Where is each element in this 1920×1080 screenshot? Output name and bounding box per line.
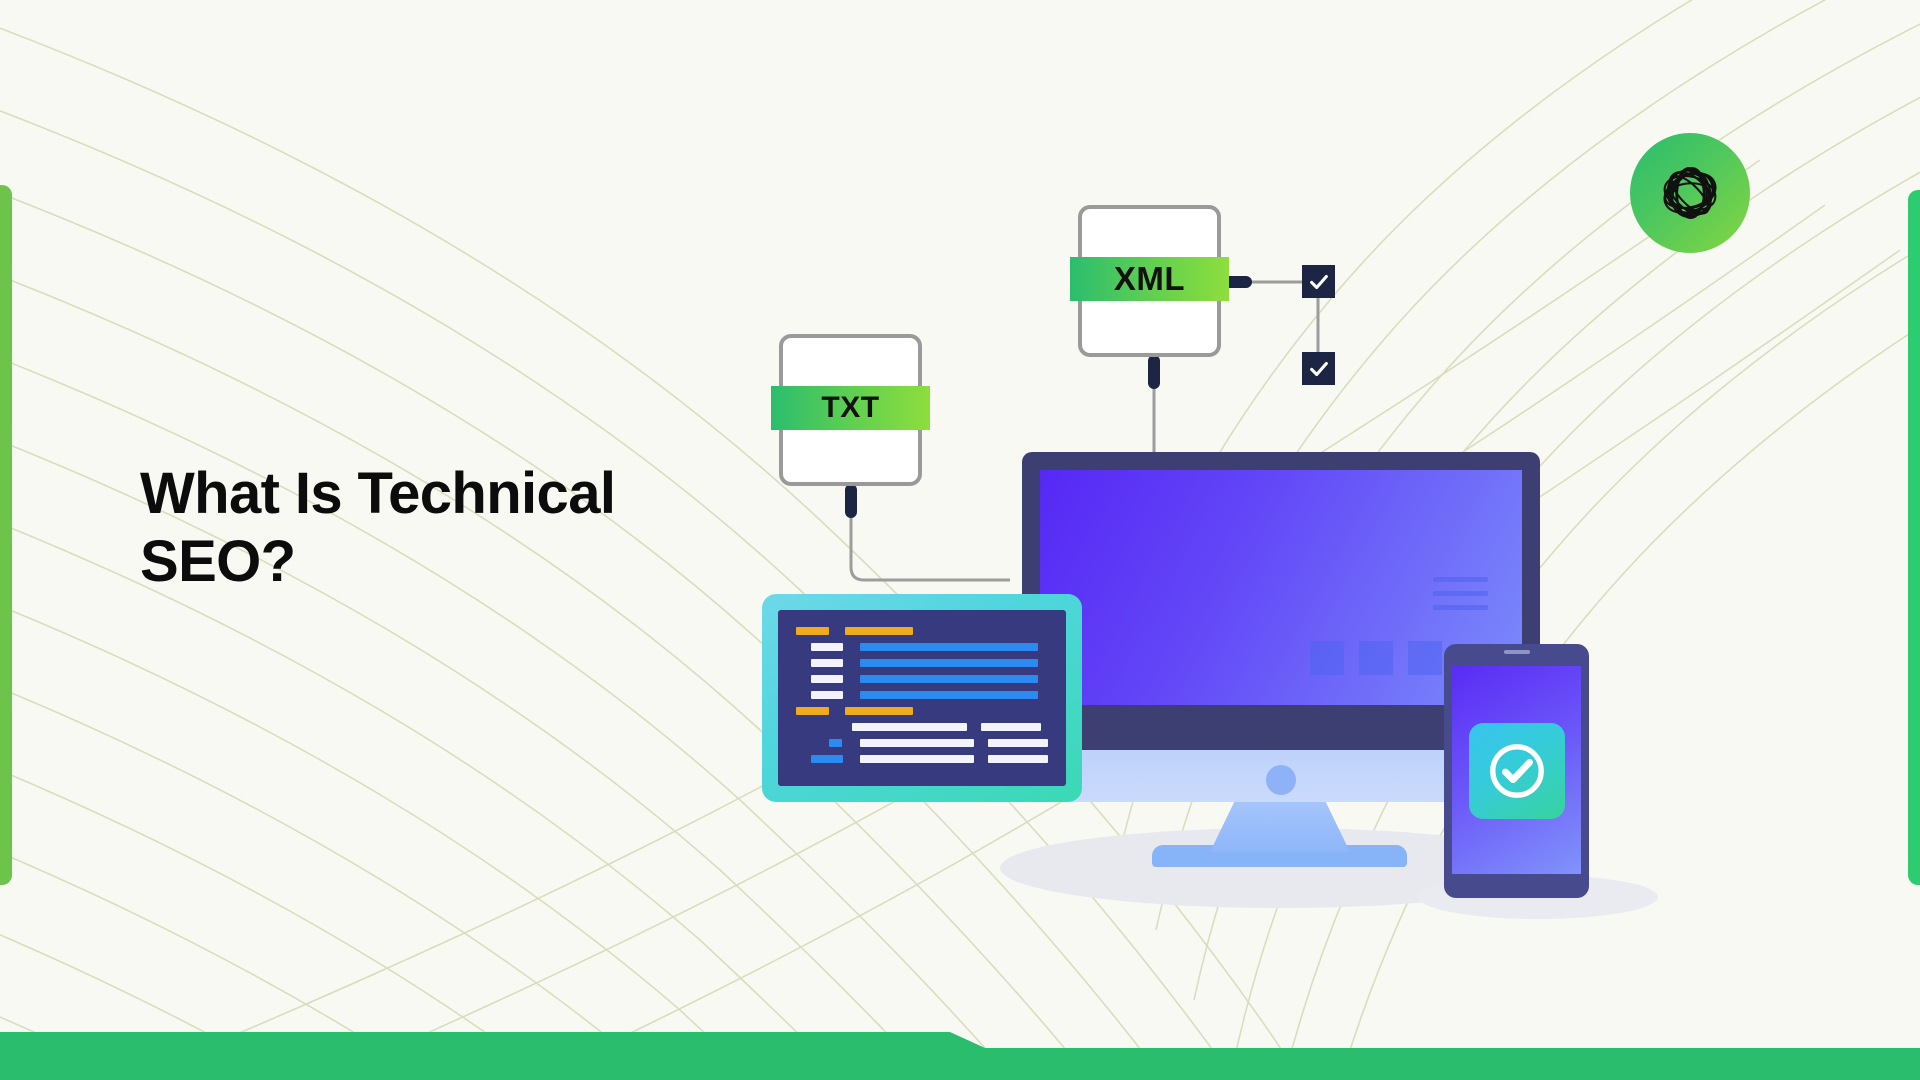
checkbox-validated-1[interactable] <box>1302 265 1335 298</box>
code-line <box>829 739 1049 747</box>
mobile-phone <box>1444 644 1589 898</box>
right-edge-accent <box>1908 190 1920 885</box>
xml-file-card: XML <box>1070 205 1229 357</box>
monitor-screen <box>1040 470 1522 705</box>
code-line <box>811 755 1048 763</box>
page-title: What Is Technical SEO? <box>140 461 616 595</box>
txt-card-label-band: TXT <box>771 386 930 430</box>
code-editor-panel <box>762 594 1082 802</box>
scribble-ball-logo <box>1663 167 1717 219</box>
code-line <box>811 659 1048 667</box>
left-edge-accent <box>0 185 12 885</box>
code-line <box>811 675 1048 683</box>
brand-badge <box>1630 133 1750 253</box>
checkbox-validated-2[interactable] <box>1302 352 1335 385</box>
code-line <box>796 707 1048 715</box>
code-line <box>811 643 1048 651</box>
monitor-stand-neck <box>1210 800 1350 852</box>
check-icon <box>1309 361 1328 376</box>
check-circle-icon <box>1489 744 1544 798</box>
code-line <box>852 723 1048 731</box>
monitor-power-dot <box>1266 765 1296 795</box>
bottom-accent-band <box>0 1032 1920 1080</box>
screen-placeholder-squares <box>1310 641 1442 675</box>
code-line <box>796 627 1048 635</box>
code-line <box>811 691 1048 699</box>
code-editor-surface <box>778 610 1066 786</box>
phone-status-tile <box>1468 723 1565 819</box>
check-icon <box>1309 274 1328 289</box>
phone-speaker <box>1503 650 1530 654</box>
xml-card-label-band: XML <box>1070 257 1229 301</box>
txt-file-card: TXT <box>771 334 930 486</box>
txt-card-label: TXT <box>821 391 880 424</box>
xml-card-label: XML <box>1113 260 1186 297</box>
screen-text-lines <box>1433 577 1488 610</box>
